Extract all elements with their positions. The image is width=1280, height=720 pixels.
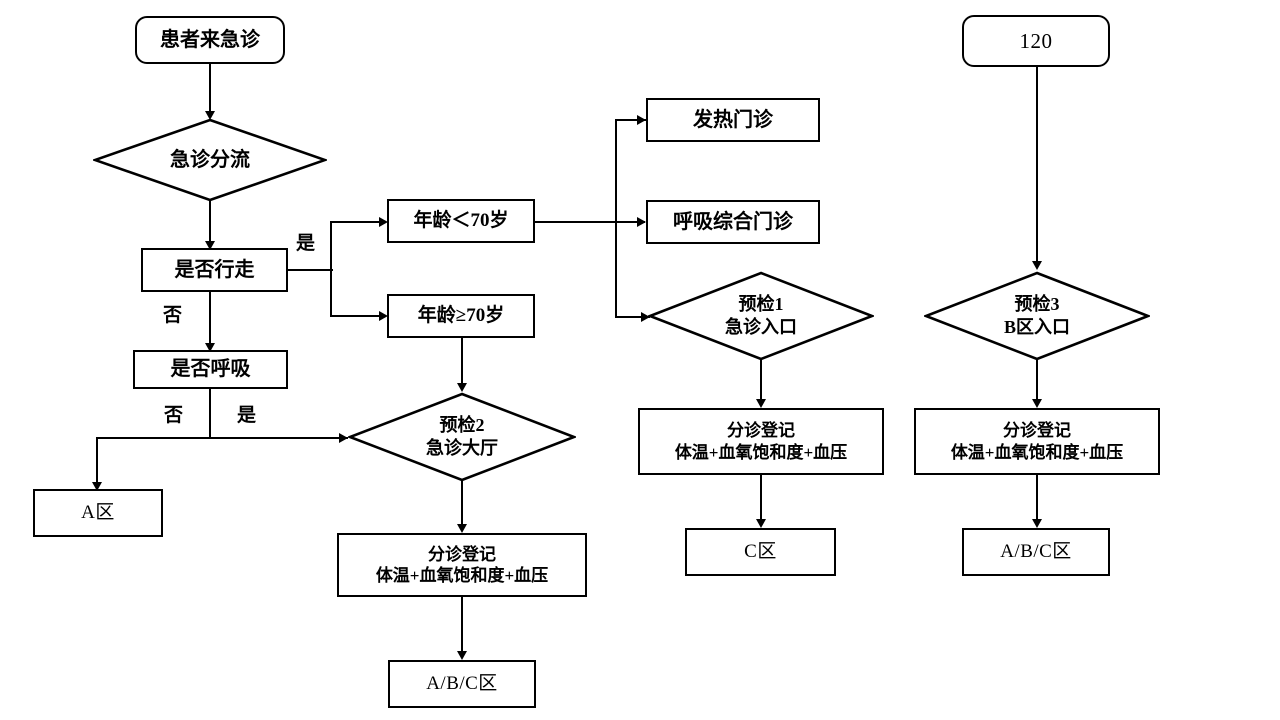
node-can-breathe[interactable]: 是否呼吸 xyxy=(133,350,288,389)
diamond-shape xyxy=(93,118,327,202)
node-prescreen-3[interactable]: 预检3 B区入口 xyxy=(924,271,1150,361)
edge-walk-yes-trunk xyxy=(330,221,332,317)
node-label: C区 xyxy=(744,541,777,563)
node-label-line2: 体温+血氧饱和度+血压 xyxy=(674,442,848,462)
edge-triage-to-walk xyxy=(209,200,211,244)
arrowhead-agelt70-to-prescreen1 xyxy=(641,312,650,322)
node-fever-clinic[interactable]: 发热门诊 xyxy=(646,98,820,142)
arrowhead-walk-to-breathe xyxy=(205,343,215,352)
node-zone-abc-middle[interactable]: A/B/C区 xyxy=(388,660,536,708)
node-label-line2: 急诊入口 xyxy=(725,317,797,337)
edge-120-to-prescreen3 xyxy=(1036,67,1038,267)
edge-walk-to-age-lt70 xyxy=(330,221,385,223)
node-label: 呼吸综合门诊 xyxy=(673,210,793,233)
node-label-line1: 预检3 xyxy=(1014,293,1060,314)
node-label-line2: 体温+血氧饱和度+血压 xyxy=(375,566,549,585)
node-age-ge-70[interactable]: 年龄≥70岁 xyxy=(387,294,535,338)
edge-breathe-stub xyxy=(209,389,211,439)
edge-prescreen2-to-triagereg xyxy=(461,480,463,530)
node-label-wrap: 预检1 急诊入口 xyxy=(648,271,874,361)
edge-patient-to-triage xyxy=(209,64,211,114)
arrowhead-triagereg-to-zoneabc xyxy=(457,651,467,660)
arrowhead-triageregb-to-zoneabc xyxy=(1032,519,1042,528)
edge-breathe-splitter xyxy=(96,437,348,439)
node-label: 患者来急诊 xyxy=(160,28,260,51)
node-zone-c[interactable]: C区 xyxy=(685,528,836,576)
node-label: 120 xyxy=(1019,28,1053,53)
edge-prescreen3-to-triageregb xyxy=(1036,360,1038,404)
edge-walk-yes-stub xyxy=(288,269,333,271)
node-prescreen-1[interactable]: 预检1 急诊入口 xyxy=(648,271,874,361)
node-label: 发热门诊 xyxy=(693,108,773,131)
node-ambulance-120[interactable]: 120 xyxy=(962,15,1110,67)
arrowhead-walk-to-age-ge70 xyxy=(379,311,388,321)
arrowhead-triage-to-walk xyxy=(205,241,215,250)
arrowhead-patient-to-triage xyxy=(205,111,215,120)
node-resp-clinic[interactable]: 呼吸综合门诊 xyxy=(646,200,820,244)
node-label: A/B/C区 xyxy=(1000,541,1072,563)
arrowhead-agelt70-to-resp xyxy=(637,217,646,227)
node-zone-abc-right[interactable]: A/B/C区 xyxy=(962,528,1110,576)
node-label-line1: 预检2 xyxy=(439,414,485,435)
arrowhead-prescreen1-to-triageregc xyxy=(756,399,766,408)
node-label-line1: 分诊登记 xyxy=(1003,421,1071,441)
node-prescreen-2[interactable]: 预检2 急诊大厅 xyxy=(348,392,576,482)
node-label-line1: 分诊登记 xyxy=(428,544,496,564)
edge-agelt70-to-prescreen1 xyxy=(615,316,650,318)
node-er-triage[interactable]: 急诊分流 xyxy=(93,118,327,202)
edge-agelt70-to-resp xyxy=(535,221,645,223)
node-label: 是否呼吸 xyxy=(170,358,251,380)
node-can-walk[interactable]: 是否行走 xyxy=(141,248,288,292)
edge-agelt70-trunk xyxy=(615,119,617,318)
edge-breathe-no-to-zonea xyxy=(96,437,98,489)
node-label-line1: 分诊登记 xyxy=(727,421,795,441)
arrowhead-prescreen2-to-triagereg xyxy=(457,524,467,533)
edge-triagereg-to-zoneabc xyxy=(461,597,463,657)
arrowhead-prescreen3-to-triageregb xyxy=(1032,399,1042,408)
arrowhead-120-to-prescreen3 xyxy=(1032,261,1042,270)
node-label-line2: 体温+血氧饱和度+血压 xyxy=(950,442,1124,462)
node-patient-arrive[interactable]: 患者来急诊 xyxy=(135,16,285,64)
edge-walk-to-breathe xyxy=(209,292,211,346)
node-label-line1: 预检1 xyxy=(738,293,784,314)
node-label-line2: 急诊大厅 xyxy=(426,438,498,458)
diamond-shape xyxy=(348,392,576,482)
edge-walk-to-age-ge70 xyxy=(330,315,385,317)
node-label-line2: B区入口 xyxy=(1003,317,1070,337)
node-triage-registration-b[interactable]: 分诊登记 体温+血氧饱和度+血压 xyxy=(914,408,1160,475)
edge-label-walk-yes: 是 xyxy=(296,233,316,254)
node-label: 年龄＜70岁 xyxy=(413,210,509,232)
arrowhead-breathe-yes-to-prescreen2 xyxy=(339,433,348,443)
arrowhead-triageregc-to-zonec xyxy=(756,519,766,528)
edge-agelt70-to-fever xyxy=(615,119,647,121)
edge-triageregb-to-zoneabc xyxy=(1036,475,1038,525)
edge-triageregc-to-zonec xyxy=(760,475,762,525)
node-label: 年龄≥70岁 xyxy=(417,305,505,327)
diamond-shape xyxy=(648,271,874,361)
node-age-lt-70[interactable]: 年龄＜70岁 xyxy=(387,199,535,243)
node-label-wrap: 急诊分流 xyxy=(93,118,327,202)
node-triage-registration-middle[interactable]: 分诊登记 体温+血氧饱和度+血压 xyxy=(337,533,587,597)
arrowhead-breathe-no-to-zonea xyxy=(92,482,102,491)
edge-agege70-to-prescreen2 xyxy=(461,338,463,388)
arrowhead-agege70-to-prescreen2 xyxy=(457,383,467,392)
node-label: 是否行走 xyxy=(174,258,255,281)
arrowhead-agelt70-to-fever xyxy=(637,115,646,125)
edge-prescreen1-to-triageregc xyxy=(760,360,762,404)
edge-label-breathe-no: 否 xyxy=(164,405,184,426)
node-label: 急诊分流 xyxy=(170,149,250,171)
edge-label-breathe-yes: 是 xyxy=(237,405,257,426)
arrowhead-walk-to-age-lt70 xyxy=(379,217,388,227)
node-label: A区 xyxy=(81,502,115,524)
node-label-wrap: 预检3 B区入口 xyxy=(924,271,1150,361)
node-zone-a[interactable]: A区 xyxy=(33,489,163,537)
edge-label-walk-no: 否 xyxy=(163,305,183,326)
node-label: A/B/C区 xyxy=(426,673,498,695)
node-label-wrap: 预检2 急诊大厅 xyxy=(348,392,576,482)
node-triage-registration-c[interactable]: 分诊登记 体温+血氧饱和度+血压 xyxy=(638,408,884,475)
diamond-shape xyxy=(924,271,1150,361)
